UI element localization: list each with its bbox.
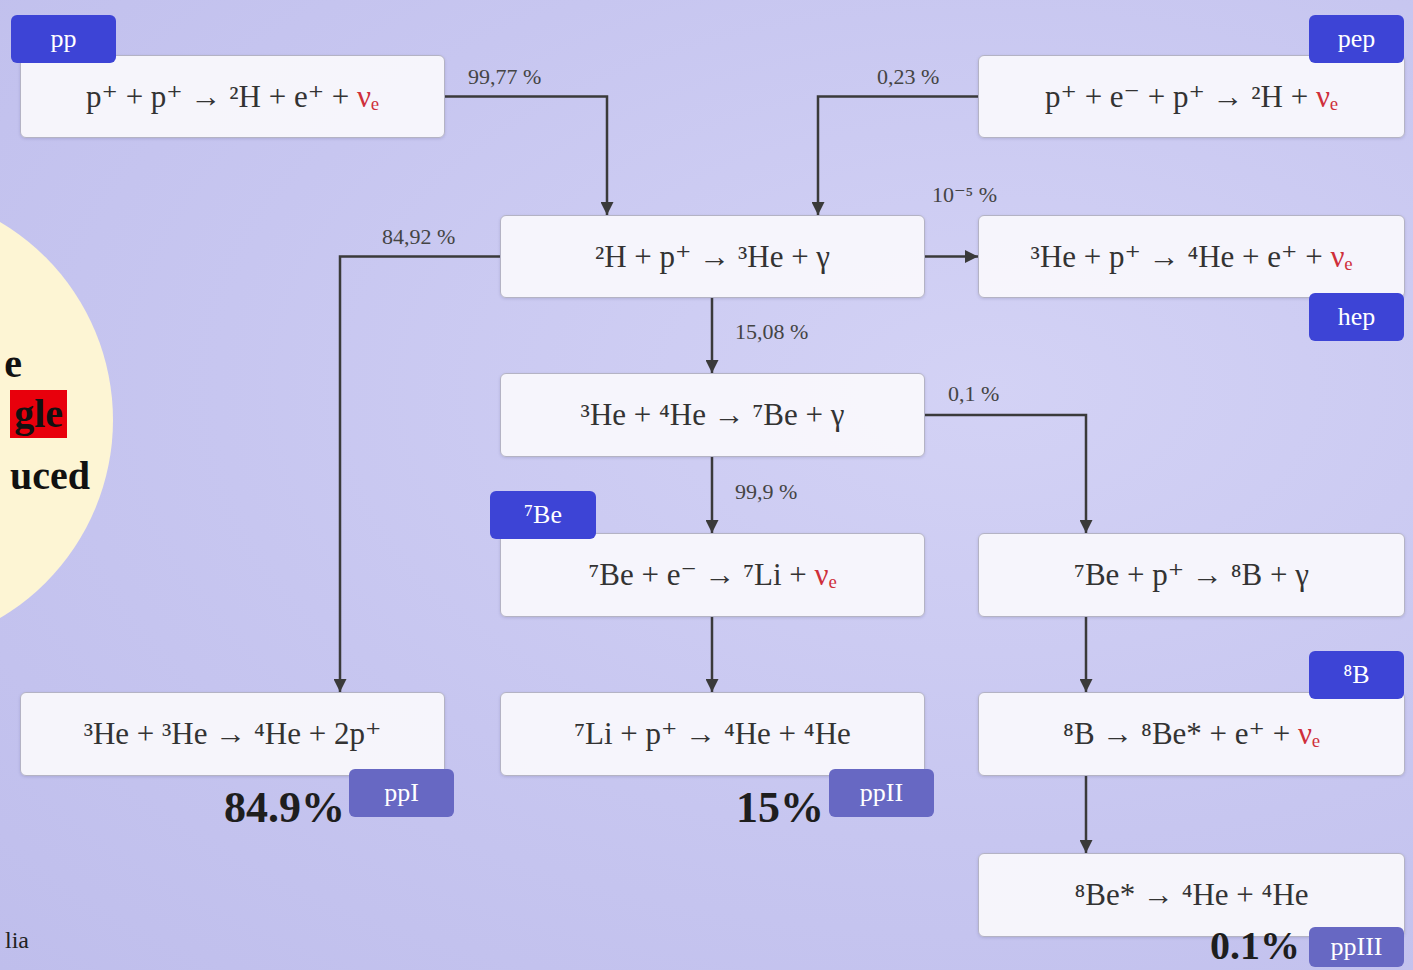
reaction-equation: ³He + ³He → ⁴He + 2p⁺ bbox=[84, 715, 382, 752]
reaction-box: ⁸B⁸B → ⁸Be* + e⁺ + νₑ bbox=[978, 692, 1405, 776]
reaction-box: ⁷Be⁷Be + e⁻ → ⁷Li + νₑ bbox=[500, 533, 925, 617]
reaction-equation: ⁷Be + p⁺ → ⁸B + γ bbox=[1074, 556, 1309, 593]
equation-part: ³He + p⁺ → ⁴He + e⁺ + bbox=[1031, 239, 1331, 274]
equation-part: ²H + p⁺ → ³He + γ bbox=[595, 239, 830, 274]
callout-text: gle bbox=[10, 390, 67, 438]
reaction-arrow bbox=[340, 257, 500, 693]
equation-part: p⁺ + e⁻ + p⁺ → ²H + bbox=[1045, 79, 1316, 114]
reaction-box: ⁸Be* → ⁴He + ⁴HeppIII bbox=[978, 853, 1405, 937]
branch-percentage: 0.1% bbox=[1210, 926, 1300, 966]
neutrino-symbol: νₑ bbox=[1330, 239, 1352, 274]
branch-ratio: 99,9 % bbox=[735, 481, 797, 503]
reaction-box: ³He + ⁴He → ⁷Be + γ bbox=[500, 373, 925, 457]
reaction-equation: ⁸Be* → ⁴He + ⁴He bbox=[1074, 876, 1308, 913]
chain-tag: ⁸B bbox=[1309, 651, 1404, 699]
reaction-arrow bbox=[711, 298, 714, 373]
reaction-arrow bbox=[1085, 776, 1088, 853]
equation-part: ³He + ³He → ⁴He + 2p⁺ bbox=[84, 716, 382, 751]
reaction-box: ³He + ³He → ⁴He + 2p⁺ppI bbox=[20, 692, 445, 776]
equation-part: ⁷Li + p⁺ → ⁴He + ⁴He bbox=[574, 716, 851, 751]
reaction-equation: ⁸B → ⁸Be* + e⁺ + νₑ bbox=[1063, 715, 1320, 752]
branch-ratio: 0,1 % bbox=[948, 383, 999, 405]
chain-tag: pep bbox=[1309, 15, 1404, 63]
chain-tag: pp bbox=[11, 15, 116, 63]
callout-text: uced bbox=[10, 452, 90, 500]
equation-part: ⁸Be* → ⁴He + ⁴He bbox=[1074, 877, 1308, 912]
credit-fragment: lia bbox=[5, 928, 29, 952]
reaction-box: ppp⁺ + p⁺ → ²H + e⁺ + νₑ bbox=[20, 55, 445, 138]
reaction-equation: ³He + ⁴He → ⁷Be + γ bbox=[581, 396, 845, 433]
reaction-box: ⁷Li + p⁺ → ⁴He + ⁴HeppII bbox=[500, 692, 925, 776]
reaction-equation: p⁺ + p⁺ → ²H + e⁺ + νₑ bbox=[86, 78, 379, 115]
connector-group bbox=[340, 97, 1086, 854]
reaction-box: pepp⁺ + e⁻ + p⁺ → ²H + νₑ bbox=[978, 55, 1405, 138]
reaction-arrow bbox=[445, 97, 607, 216]
reaction-equation: ⁷Be + e⁻ → ⁷Li + νₑ bbox=[588, 556, 836, 593]
equation-part: p⁺ + p⁺ → ²H + e⁺ + bbox=[86, 79, 357, 114]
branch-ratio: 0,23 % bbox=[877, 66, 939, 88]
neutrino-symbol: νₑ bbox=[1316, 79, 1338, 114]
reaction-box: ⁷Be + p⁺ → ⁸B + γ bbox=[978, 533, 1405, 617]
branch-ratio: 15,08 % bbox=[735, 321, 808, 343]
equation-part: ⁷Be + e⁻ → ⁷Li + bbox=[588, 557, 814, 592]
reaction-equation: ³He + p⁺ → ⁴He + e⁺ + νₑ bbox=[1031, 238, 1353, 275]
reaction-box: ²H + p⁺ → ³He + γ bbox=[500, 215, 925, 298]
branch-ratio: 84,92 % bbox=[382, 226, 455, 248]
chain-tag: ppII bbox=[829, 769, 934, 817]
callout-circle: egle uced bbox=[0, 190, 113, 650]
equation-part: ³He + ⁴He → ⁷Be + γ bbox=[581, 397, 845, 432]
neutrino-symbol: νₑ bbox=[357, 79, 379, 114]
reaction-equation: p⁺ + e⁻ + p⁺ → ²H + νₑ bbox=[1045, 78, 1338, 115]
reaction-equation: ²H + p⁺ → ³He + γ bbox=[595, 238, 830, 275]
reaction-arrow bbox=[925, 415, 1086, 533]
equation-part: ⁷Be + p⁺ → ⁸B + γ bbox=[1074, 557, 1309, 592]
reaction-arrow bbox=[711, 617, 714, 692]
branch-ratio: 99,77 % bbox=[468, 66, 541, 88]
reaction-arrow bbox=[711, 457, 714, 533]
reaction-box: ³He + p⁺ → ⁴He + e⁺ + νₑhep bbox=[978, 215, 1405, 298]
reaction-arrow bbox=[1085, 617, 1088, 692]
chain-tag: ⁷Be bbox=[490, 491, 596, 539]
reaction-equation: ⁷Li + p⁺ → ⁴He + ⁴He bbox=[574, 715, 851, 752]
branch-percentage: 84.9% bbox=[224, 786, 345, 830]
equation-part: ⁸B → ⁸Be* + e⁺ + bbox=[1063, 716, 1298, 751]
chain-tag: hep bbox=[1309, 293, 1404, 341]
branch-percentage: 15% bbox=[736, 786, 824, 830]
neutrino-symbol: νₑ bbox=[1298, 716, 1320, 751]
branch-ratio: 10⁻⁵ % bbox=[932, 184, 997, 206]
callout-text: e bbox=[4, 340, 22, 388]
chain-tag: ppIII bbox=[1309, 927, 1404, 967]
neutrino-symbol: νₑ bbox=[815, 557, 837, 592]
reaction-arrow bbox=[925, 255, 978, 258]
chain-tag: ppI bbox=[349, 769, 454, 817]
